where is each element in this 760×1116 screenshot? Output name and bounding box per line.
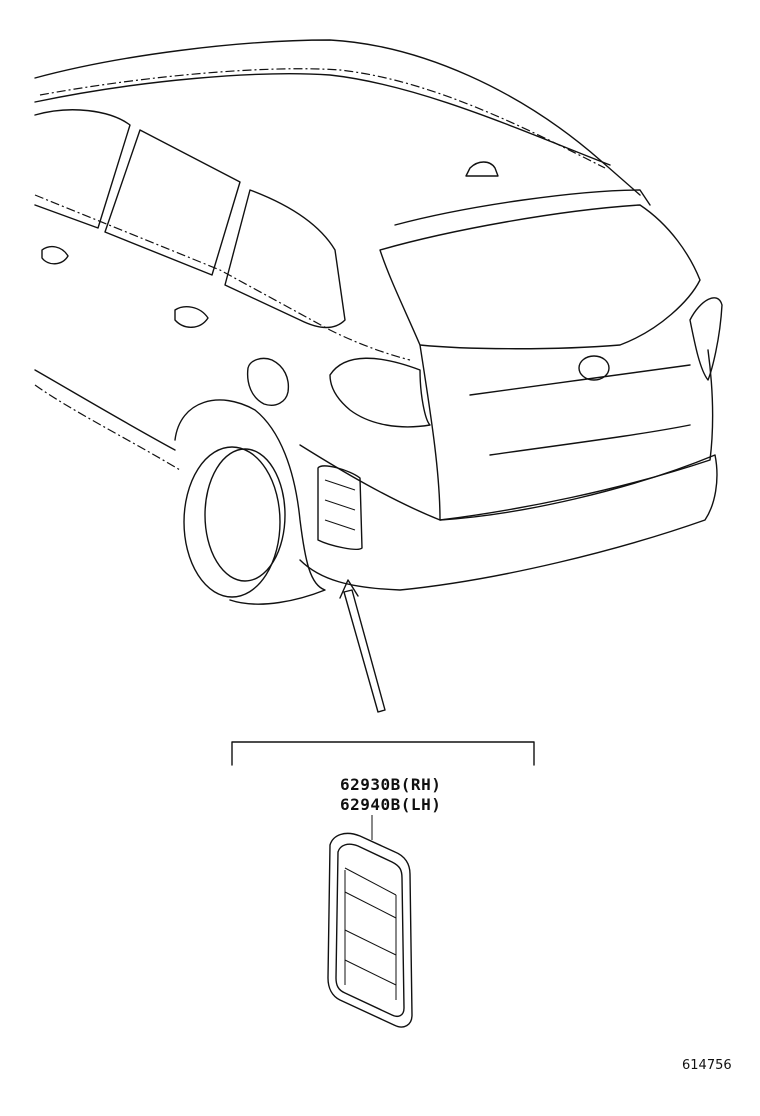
- wheel-icon: [183, 446, 281, 598]
- tail-lamp-left: [329, 357, 431, 428]
- roof-rail: [34, 73, 611, 166]
- plate-line: [489, 424, 691, 456]
- part-group-bracket: [231, 741, 535, 766]
- callout-arrow: [339, 579, 386, 713]
- part-number-rh: 62930B(RH): [340, 775, 442, 794]
- wheel-arch: [174, 399, 326, 605]
- antenna-icon: [465, 161, 499, 177]
- rear-quarter-window: [224, 189, 346, 329]
- belt-line: [34, 194, 411, 361]
- door-handle-icon: [41, 245, 69, 265]
- roof-dash: [39, 68, 606, 169]
- hatch-panel: [419, 344, 714, 521]
- spoiler: [394, 189, 651, 226]
- front-window: [34, 109, 131, 229]
- hatch-crease: [469, 364, 691, 396]
- tire-inner: [204, 448, 286, 582]
- emblem-icon: [578, 355, 610, 381]
- rear-glass: [379, 204, 701, 350]
- figure-id: 614756: [682, 1058, 732, 1073]
- part-number-lh: 62940B(LH): [340, 795, 442, 814]
- lower-side: [34, 369, 176, 451]
- rear-bumper: [299, 444, 718, 591]
- vehicle-vent-slats: [324, 479, 356, 531]
- sill-dash: [34, 384, 181, 471]
- fuel-door: [246, 357, 290, 406]
- roof-outline: [34, 39, 641, 196]
- tail-lamp-right: [689, 297, 723, 381]
- middle-window: [104, 129, 241, 276]
- vehicle-vent: [317, 465, 363, 550]
- vent-louver-part: [327, 832, 413, 1028]
- door-handle-icon: [174, 306, 209, 328]
